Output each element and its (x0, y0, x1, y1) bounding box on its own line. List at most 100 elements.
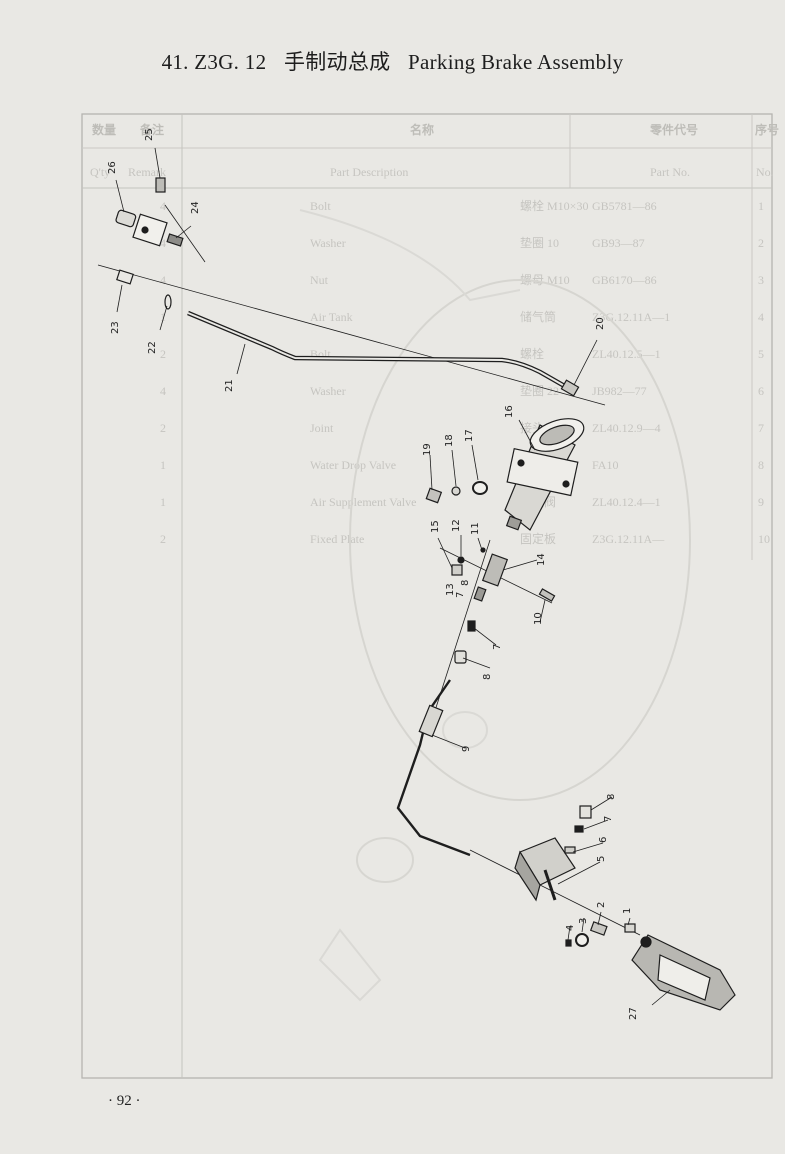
bleed-row-qty: 1 (160, 495, 166, 509)
axis-line-lower (469, 849, 641, 936)
bleed-row-qty: 1 (160, 458, 166, 472)
bleed-row-qty: 4 (160, 236, 166, 250)
nut-1 (624, 923, 636, 933)
bleed-row-part-no: ZL40.12.5—1 (592, 347, 661, 361)
bleed-row-cn: 垫圈 10 (520, 235, 559, 250)
page-frame (81, 113, 773, 1079)
leader-19 (429, 454, 433, 491)
bleed-row-no: 2 (758, 236, 764, 250)
callout-c24: 24 (190, 201, 201, 214)
leader-11 (477, 537, 483, 551)
bleed-row-no: 3 (758, 273, 764, 287)
leader-21 (236, 343, 246, 375)
bleed-row-part-no: ZL40.12.4—1 (592, 495, 661, 509)
bleed-row-no: 7 (758, 421, 764, 435)
title-chinese: 手制动总成 (283, 50, 391, 74)
callout-c7a: 7 (603, 816, 614, 822)
bleed-ring-outline (356, 837, 414, 883)
washer-7-lower (574, 825, 584, 833)
bleed-header-name: 名称 (410, 122, 434, 137)
bleed-row-qty: 2 (160, 532, 166, 546)
bleed-header-qty-en: Q'ty (90, 165, 110, 179)
handle-pin (141, 226, 149, 234)
leader-7-mid (473, 627, 497, 646)
callout-c14: 14 (536, 553, 547, 566)
bleed-header-part-no: 零件代号 (649, 122, 698, 137)
callout-c20: 20 (595, 317, 606, 330)
callout-c13: 13 (445, 583, 456, 596)
handle-body (132, 213, 168, 247)
bleed-row-qty: 1 (160, 310, 166, 324)
bleed-row-part-no: GB5781—86 (592, 199, 657, 213)
leader-14 (502, 559, 538, 571)
bleed-row-no: 1 (758, 199, 764, 213)
callout-c17: 17 (464, 429, 475, 442)
leader-15 (437, 537, 453, 569)
plug-10 (538, 588, 556, 602)
bleed-row-no: 8 (758, 458, 764, 472)
leader-3 (581, 917, 585, 933)
spring-7 (467, 620, 476, 632)
bleed-row-en: Joint (310, 421, 334, 435)
bleed-row-part-no: ZL40.12.9—4 (592, 421, 661, 435)
bleed-row-cn: 螺母 M10 (520, 273, 570, 287)
bleed-row-en: Water Drop Valve (310, 458, 396, 472)
bleed-row-cn: 固定板 (520, 531, 556, 546)
leader-8-lower (590, 796, 613, 811)
leader-10 (539, 599, 546, 623)
washer-6-lower (564, 846, 576, 854)
cotter-4 (565, 939, 572, 947)
leader-4 (567, 925, 571, 941)
bracket-flange (514, 850, 541, 902)
bleed-row-no: 6 (758, 384, 764, 398)
callout-c27: 27 (628, 1007, 639, 1020)
bleed-row-no: 4 (758, 310, 764, 324)
callout-c26: 26 (107, 161, 118, 174)
pedal-face (657, 954, 711, 1001)
bleed-row-cn: 螺栓 (520, 346, 544, 361)
ring-3 (575, 933, 589, 947)
bleed-tank-outline (349, 279, 691, 801)
callout-c19: 19 (422, 443, 433, 456)
rod-fitting-20 (560, 379, 580, 397)
leader-27 (651, 989, 671, 1006)
leader-5 (557, 861, 601, 885)
callout-c7b: 7 (455, 592, 466, 598)
brake-handle (115, 177, 184, 247)
brake-rod-21-inner (187, 312, 569, 389)
bleed-pipe-outline (299, 209, 521, 302)
callout-c25: 25 (144, 128, 155, 141)
chamber-outlet (505, 515, 523, 531)
bleed-row-en: Fixed Plate (310, 532, 364, 546)
callout-c8c: 8 (482, 674, 493, 680)
lower-bracket (514, 805, 592, 902)
leader-1 (627, 917, 631, 926)
leader-9 (431, 734, 466, 749)
callout-c9: 9 (461, 746, 472, 752)
page-title: 41. Z3G. 12 手制动总成 Parking Brake Assembly (0, 46, 785, 76)
bleed-row-cn: 垫圈 22 (520, 383, 559, 398)
bleed-row-part-no: GB6170—86 (592, 273, 657, 287)
bleed-row-en: Air Supplement Valve (310, 495, 416, 509)
page-number: · 92 · (108, 1093, 141, 1109)
bleed-row-no: 9 (758, 495, 764, 509)
callout-c7c: 7 (492, 644, 503, 650)
bleed-row-part-no: FA10 (592, 458, 618, 472)
bleed-row-cn: 储气筒 (520, 309, 556, 324)
bleed-part-outline (318, 928, 382, 1002)
valve-body-14 (481, 553, 509, 587)
axis-line-upper (97, 264, 606, 406)
leader-2 (597, 911, 602, 926)
bleed-row-qty: 4 (160, 273, 166, 287)
pedal-assembly (565, 921, 736, 1011)
callout-c15: 15 (430, 520, 441, 533)
bleed-row-part-no: JB982—77 (592, 384, 647, 398)
main-drawing (97, 147, 736, 1011)
bleed-ring-outline-2 (442, 711, 488, 749)
leader-23 (116, 284, 123, 313)
leader-22 (159, 305, 168, 331)
washer-18 (451, 486, 461, 496)
callout-c1: 1 (622, 908, 633, 914)
